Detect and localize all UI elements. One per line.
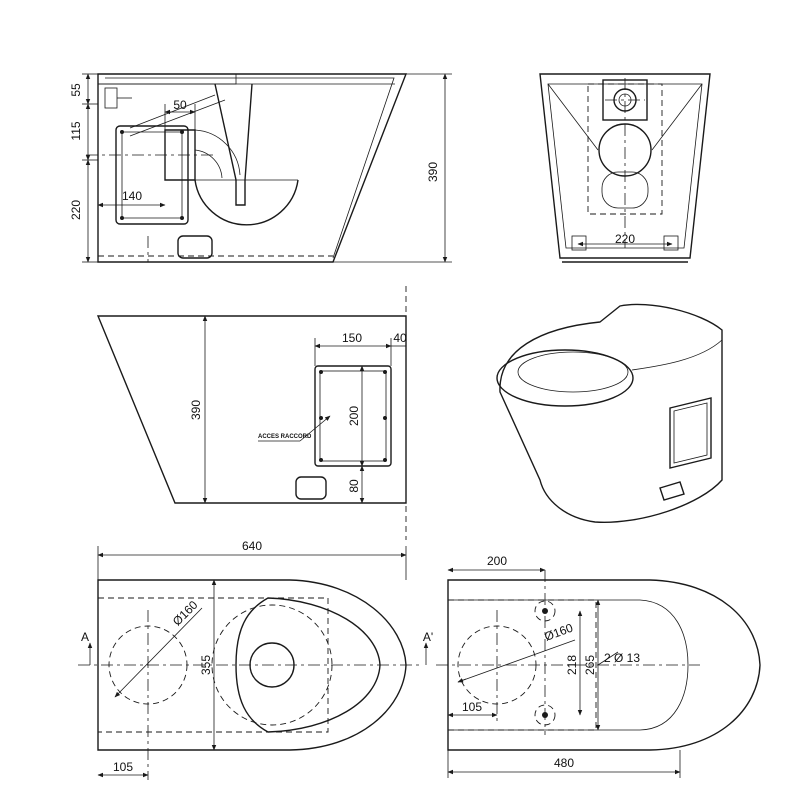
side-view-inner-liner	[105, 77, 395, 259]
side-view-body-outline	[97, 73, 408, 263]
plan-right: 200 Ø160 218 265 2 Ø 13 105 480	[436, 554, 761, 778]
mid-dim-390: 390	[189, 400, 203, 420]
plan-right-dim-105: 105	[462, 700, 482, 714]
side-view-fixing-bracket	[177, 235, 213, 259]
iso-body	[499, 303, 723, 523]
side-dim-220: 220	[69, 200, 83, 220]
plan-left: 640 355 105 Ø160 A A'	[78, 539, 433, 780]
mid-dim-200: 200	[347, 406, 361, 426]
iso-bowl-rim	[496, 349, 634, 407]
side-dim-140: 140	[122, 189, 142, 203]
mid-dim-40: 40	[393, 331, 407, 345]
mid-dim-80: 80	[347, 479, 361, 493]
plan-left-dim-640: 640	[242, 539, 262, 553]
plan-right-dim-265: 265	[583, 655, 597, 675]
side-dim-390: 390	[426, 162, 440, 182]
side-view-outlet-pipe	[164, 129, 196, 181]
side-dim-55: 55	[69, 83, 83, 97]
side-dim-115: 115	[69, 121, 83, 140]
mid-side-outline	[96, 315, 407, 504]
plan-left-section-a: A	[81, 630, 89, 644]
iso-access-panel	[669, 397, 712, 469]
plan-left-dim-355: 355	[199, 655, 213, 675]
rear-view: 220	[539, 73, 711, 263]
iso-fixing-bracket	[659, 481, 685, 501]
plan-right-dim-480: 480	[554, 756, 574, 770]
isometric-view	[496, 303, 723, 523]
rear-view-outline	[539, 73, 711, 259]
mid-side-access-panel	[314, 365, 392, 467]
rear-dim-220: 220	[615, 232, 635, 246]
mid-dim-150: 150	[342, 331, 362, 345]
rear-view-access-panel	[587, 83, 663, 215]
mid-side-fixing-bracket	[295, 476, 327, 500]
side-dim-50: 50	[173, 98, 187, 112]
mid-label-acces-raccord: ACCES RACCORD	[258, 434, 312, 440]
plan-left-dia160: Ø160	[170, 598, 201, 629]
side-view: 55 115 220 50 140 390	[69, 73, 452, 263]
side-view-access-plate	[115, 125, 189, 225]
plan-left-section-a-prime: A'	[423, 630, 433, 644]
plan-right-dim-218: 218	[565, 655, 579, 675]
side-view-trap	[214, 83, 253, 206]
plan-right-holes: 2 Ø 13	[604, 651, 640, 665]
plan-right-dim-200: 200	[487, 554, 507, 568]
plan-right-dia160: Ø160	[542, 621, 575, 644]
plan-left-dim-105: 105	[113, 760, 133, 774]
mid-side-view: 390 150 40 200 80 ACCES RACCORD	[96, 286, 407, 540]
rear-view-outlet	[598, 123, 652, 177]
plan-right-outline	[447, 579, 761, 751]
